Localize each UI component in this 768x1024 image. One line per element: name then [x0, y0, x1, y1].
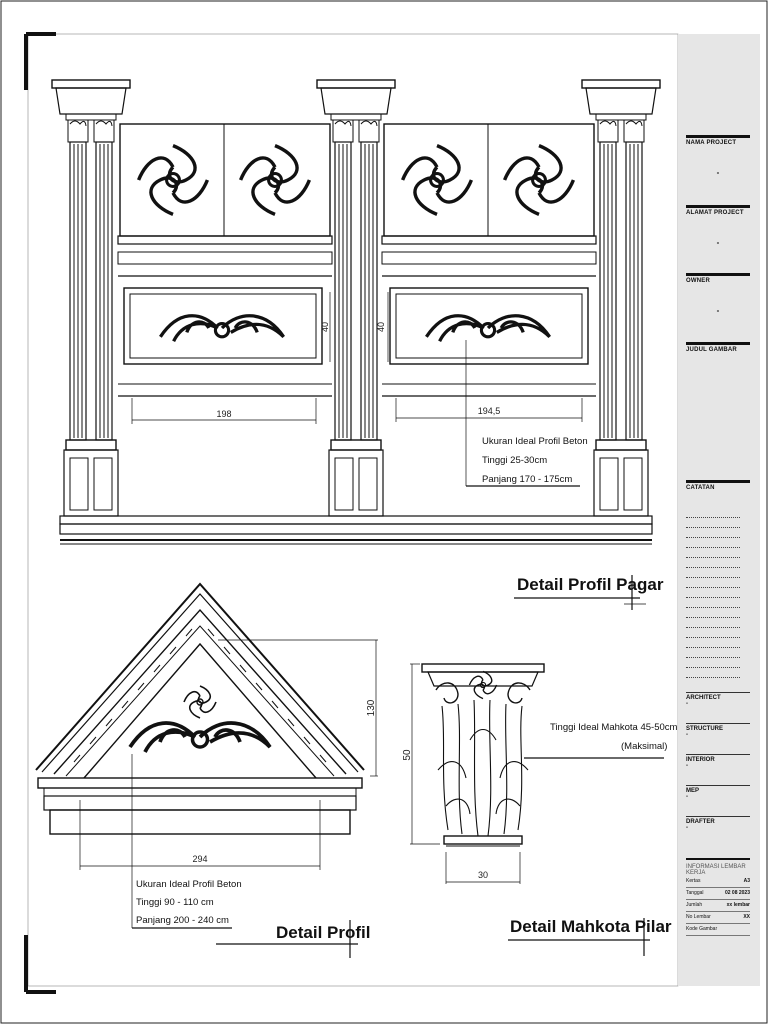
tb-role-value: -: [686, 825, 688, 831]
fence-note-line-3: Panjang 170 - 175cm: [482, 474, 572, 485]
pediment-profile: [35, 582, 378, 929]
tb-label: JUDUL GAMBAR: [686, 347, 737, 353]
tb-info-label: Tanggal: [686, 890, 704, 896]
pillar-right: [581, 79, 661, 517]
tb-value: -: [716, 238, 720, 247]
notes-line: [686, 547, 740, 548]
tb-role-value: -: [686, 732, 688, 738]
tb-value: -: [716, 306, 720, 315]
tb-role-mep: MEP -: [686, 785, 750, 800]
tb-info-label: Kode Gambar: [686, 926, 718, 932]
fence-bay-left: [117, 123, 333, 397]
capital-dim-width: 30: [478, 870, 488, 880]
dim-width-left: 198: [216, 409, 231, 419]
tb-info-value: 02 08 2023: [724, 890, 750, 896]
dim-height-right: 40: [376, 322, 386, 332]
tb-info-row: Tanggal 02 08 2023: [686, 888, 750, 900]
tb-role-value: -: [686, 794, 688, 800]
pillar-left: [51, 79, 131, 517]
tb-info-row: Jumlah xx lembar: [686, 900, 750, 912]
notes-line: [686, 647, 740, 648]
pediment-note-line-3: Panjang 200 - 240 cm: [136, 915, 229, 926]
pediment-note: Ukuran Ideal Profil Beton Tinggi 90 - 11…: [136, 879, 242, 926]
fence-elevation: [51, 79, 661, 545]
notes-line: [686, 607, 740, 608]
tb-role-interior: INTERIOR -: [686, 754, 750, 769]
tb-info-value: A3: [743, 878, 750, 884]
fence-dimensions: 198 194,5 40 40: [216, 322, 500, 419]
capital-title-block: Detail Mahkota Pilar: [508, 917, 672, 956]
fence-note-line-1: Ukuran Ideal Profil Beton: [482, 436, 588, 447]
capital-note-line-1: Tinggi Ideal Mahkota 45-50cm: [550, 722, 678, 733]
dim-width-right: 194,5: [478, 406, 501, 416]
pediment-note-line-1: Ukuran Ideal Profil Beton: [136, 879, 242, 890]
dim-height-left: 40: [320, 322, 330, 332]
tb-info-row: Kertas A3: [686, 876, 750, 888]
tb-role-architect: ARCHITECT -: [686, 692, 750, 707]
notes-line: [686, 577, 740, 578]
tb-info-row: Kode Gambar: [686, 924, 750, 936]
tb-info-label: Jumlah: [686, 902, 703, 908]
pediment-dim-height: 130: [366, 699, 377, 716]
tb-field-project-name: NAMA PROJECT -: [686, 135, 750, 177]
tb-role-label: MEP: [686, 788, 700, 794]
tb-info-title: INFORMASI LEMBAR KERJA: [686, 858, 750, 876]
notes-line: [686, 667, 740, 668]
tb-role-value: -: [686, 701, 688, 707]
capital-note: Tinggi Ideal Mahkota 45-50cm (Maksimal): [550, 722, 678, 752]
tb-role-label: ARCHITECT: [686, 695, 721, 701]
tb-role-structure: STRUCTURE -: [686, 723, 750, 738]
notes-line: [686, 557, 740, 558]
capital-detail: [410, 663, 664, 884]
pediment-title: Detail Profil: [276, 923, 370, 942]
tb-value: -: [716, 168, 720, 177]
tb-notes-label: CATATAN: [686, 485, 715, 491]
pediment-title-block: Detail Profil: [216, 920, 370, 958]
tb-info-value: XX: [743, 914, 750, 920]
pediment-note-line-2: Tinggi 90 - 110 cm: [136, 897, 214, 908]
tb-info-label: Kertas: [686, 878, 701, 884]
fence-note: Ukuran Ideal Profil Beton Tinggi 25-30cm…: [482, 436, 588, 485]
notes-line: [686, 627, 740, 628]
tb-role-value: -: [686, 763, 688, 769]
tb-label: ALAMAT PROJECT: [686, 210, 744, 216]
notes-line: [686, 517, 740, 518]
notes-line: [686, 597, 740, 598]
tb-role-label: DRAFTER: [686, 819, 715, 825]
tb-field-project-address: ALAMAT PROJECT -: [686, 205, 750, 247]
fence-title-block: Detail Profil Pagar: [514, 575, 664, 610]
fence-note-line-2: Tinggi 25-30cm: [482, 455, 547, 466]
notes-line: [686, 657, 740, 658]
capital-note-line-2: (Maksimal): [621, 741, 667, 752]
pediment-dim-width: 294: [192, 854, 207, 864]
capital-title: Detail Mahkota Pilar: [510, 917, 672, 936]
notes-line: [686, 617, 740, 618]
notes-line: [686, 567, 740, 568]
tb-field-drawing-title: JUDUL GAMBAR: [686, 342, 750, 375]
notes-line: [686, 637, 740, 638]
capital-dim-height: 50: [402, 749, 413, 761]
tb-info-row: No Lembar XX: [686, 912, 750, 924]
tb-notes: CATATAN: [686, 480, 750, 491]
tb-role-label: STRUCTURE: [686, 726, 723, 732]
tb-role-drafter: DRAFTER -: [686, 816, 750, 831]
tb-sheet-info: INFORMASI LEMBAR KERJA Kertas A3 Tanggal 0…: [686, 858, 750, 936]
tb-label: NAMA PROJECT: [686, 140, 737, 146]
fence-title: Detail Profil Pagar: [517, 575, 664, 594]
notes-line: [686, 587, 740, 588]
fence-bay-right: [381, 123, 597, 397]
tb-label: OWNER: [686, 278, 710, 284]
notes-line: [686, 537, 740, 538]
pillar-center: [316, 79, 396, 517]
notes-line: [686, 677, 740, 678]
tb-field-owner: OWNER -: [686, 273, 750, 315]
tb-role-label: INTERIOR: [686, 757, 715, 763]
title-block-panel: [678, 34, 760, 986]
tb-info-value: xx lembar: [726, 902, 750, 908]
notes-line: [686, 527, 740, 528]
tb-info-label: No Lembar: [686, 914, 711, 920]
